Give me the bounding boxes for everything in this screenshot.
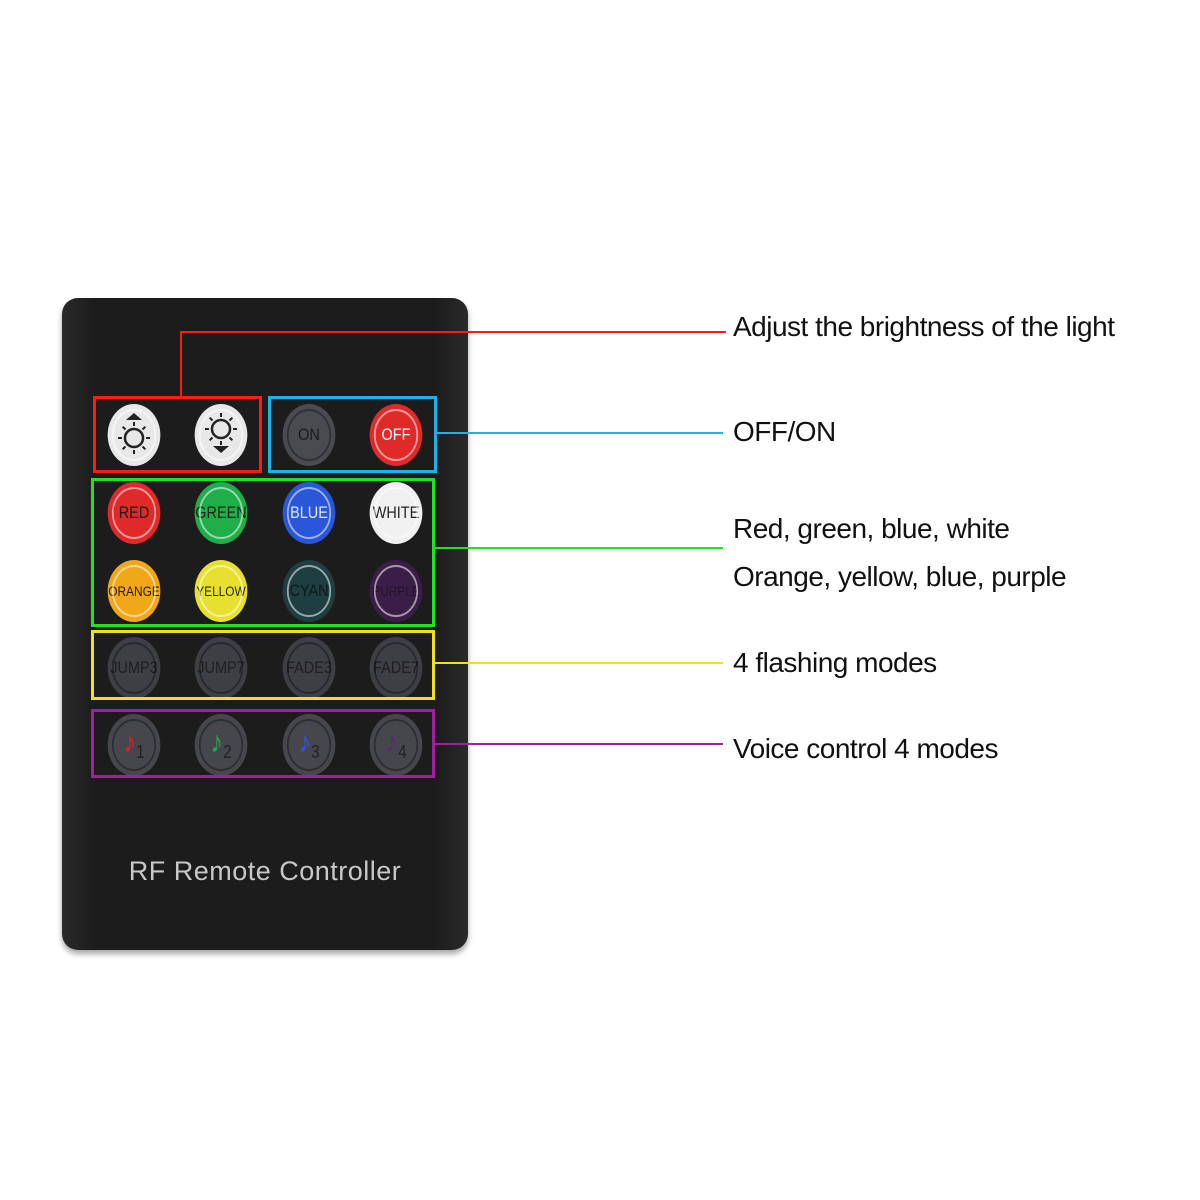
flashing-caption: 4 flashing modes (733, 647, 937, 678)
voice-leader (434, 743, 723, 745)
white-button[interactable]: WHITE (369, 482, 423, 544)
green-button[interactable]: GREEN (194, 482, 248, 544)
brightness-leader (180, 331, 726, 333)
power-caption: OFF/ON (733, 416, 836, 447)
yellow-button[interactable]: YELLOW (194, 560, 248, 622)
voice-mode-button[interactable]: ♪2 (194, 714, 248, 776)
voice-box (91, 709, 435, 778)
remote-label: RF Remote Controller (128, 856, 402, 886)
power-box (268, 396, 437, 473)
voice-mode-button[interactable]: ♪1 (107, 714, 161, 776)
jump7-button[interactable]: JUMP7 (194, 637, 248, 699)
blue-button[interactable]: BLUE (282, 482, 336, 544)
brightness-caption: Adjust the brightness of the light (733, 311, 1115, 342)
fade7-button[interactable]: FADE7 (369, 637, 423, 699)
jump3-button[interactable]: JUMP3 (107, 637, 161, 699)
brightness-leader-vertical (180, 332, 182, 397)
brightness-up-button[interactable] (107, 404, 161, 466)
brightness-box (93, 396, 262, 473)
colors-caption-2: Orange, yellow, blue, purple (733, 561, 1067, 592)
colors-leader (434, 547, 723, 549)
purple-button[interactable]: PURPLE (369, 560, 423, 622)
colors-box (91, 478, 435, 627)
flashing-leader (434, 662, 723, 664)
cyan-button[interactable]: CYAN (282, 560, 336, 622)
voice-mode-button[interactable]: ♪4 (369, 714, 423, 776)
colors-caption-1: Red, green, blue, white (733, 513, 1010, 544)
orange-button[interactable]: ORANGE (107, 560, 161, 622)
off-button[interactable]: OFF (369, 404, 423, 466)
fade3-button[interactable]: FADE3 (282, 637, 336, 699)
on-button[interactable]: ON (282, 404, 336, 466)
power-leader (436, 432, 723, 434)
voice-caption: Voice control 4 modes (733, 733, 999, 764)
voice-mode-button[interactable]: ♪3 (282, 714, 336, 776)
brightness-down-button[interactable] (194, 404, 248, 466)
red-button[interactable]: RED (107, 482, 161, 544)
flashing-box (91, 630, 435, 700)
